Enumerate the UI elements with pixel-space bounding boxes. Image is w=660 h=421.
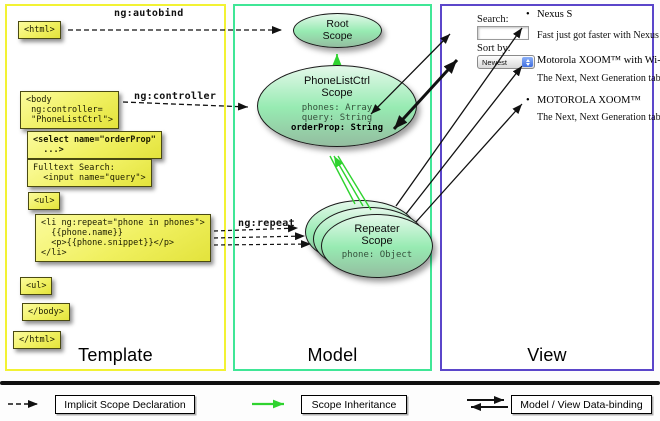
- code-box-html-close: </html>: [13, 331, 61, 349]
- code-box-fulltext-search: Fulltext Search: <input name="query">: [27, 159, 152, 187]
- phone-item-title: • MOTOROLA XOOM™: [526, 95, 641, 106]
- prop-orderprop: orderProp: String: [290, 123, 384, 133]
- search-label: Search:: [477, 14, 509, 25]
- ng-repeat-label: ng:repeat: [238, 218, 295, 229]
- legend-implicit-scope: Implicit Scope Declaration: [55, 395, 195, 414]
- model-column: Model: [233, 4, 432, 371]
- legend-divider: [0, 381, 660, 385]
- code-box-select: <select name="orderProp" ...>: [27, 131, 162, 159]
- model-column-label: Model: [307, 345, 358, 365]
- phone-item-desc: The Next, Next Generation tablet.: [537, 73, 660, 84]
- sort-dropdown-value: Newest: [482, 57, 508, 67]
- bullet-icon: •: [526, 9, 530, 20]
- phone-item-title: • Nexus S: [526, 9, 572, 20]
- code-box-ul-close: <ul>: [20, 277, 53, 295]
- phonelistctrl-scope-title: PhoneListCtrl Scope: [303, 75, 371, 99]
- code-box-li-repeat: <li ng:repeat="phone in phones"> {{phone…: [35, 214, 211, 262]
- ng-autobind-label: ng:autobind: [114, 8, 184, 19]
- repeater-scope-ellipse: Repeater Scope phone: Object: [321, 214, 433, 278]
- code-box-body-open: <body ng:controller= "PhoneListCtrl">: [20, 91, 119, 129]
- phone-item-desc: The Next, Next Generation tablet.: [537, 112, 660, 123]
- dropdown-stepper-icon: [522, 57, 533, 67]
- phonelistctrl-scope-ellipse: PhoneListCtrl Scope phones: Array query:…: [257, 65, 417, 147]
- phone-item-desc: Fast just got faster with Nexus S.: [537, 30, 660, 41]
- template-column-label: Template: [78, 345, 153, 365]
- phone-item-title: •Motorola XOOM™ with Wi-Fi: [526, 55, 660, 66]
- prop-phones: phones: Array: [301, 103, 373, 113]
- sort-by-label: Sort by:: [477, 43, 511, 54]
- legend-model-view-binding: Model / View Data-binding: [511, 395, 652, 414]
- sort-dropdown[interactable]: Newest: [477, 55, 535, 69]
- ng-controller-label: ng:controller: [134, 91, 217, 102]
- phone-title-text: Motorola XOOM™ with Wi-Fi: [537, 55, 660, 66]
- code-box-body-close: </body>: [22, 303, 70, 321]
- prop-phone: phone: Object: [341, 250, 413, 260]
- prop-query: query: String: [301, 113, 373, 123]
- phone-title-text: MOTOROLA XOOM™: [537, 95, 641, 106]
- bullet-icon: •: [526, 95, 530, 106]
- view-column-label: View: [527, 345, 567, 365]
- phone-title-text: Nexus S: [537, 9, 573, 20]
- code-box-html-open: <html>: [18, 21, 61, 39]
- search-input[interactable]: [477, 26, 529, 40]
- legend-scope-inheritance: Scope Inheritance: [301, 395, 407, 414]
- repeater-scope-title: Repeater Scope: [354, 223, 400, 247]
- root-scope-ellipse: Root Scope: [293, 13, 382, 48]
- root-scope-title: Root Scope: [322, 18, 353, 42]
- code-box-ul-open: <ul>: [28, 192, 61, 210]
